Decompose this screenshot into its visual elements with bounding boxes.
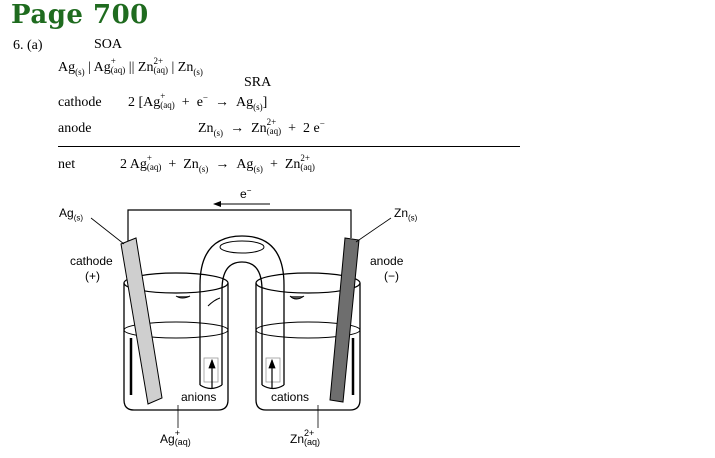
sra-label: SRA: [244, 75, 272, 90]
net-label: net: [58, 157, 76, 172]
silver-electrode-label: Ag(s): [59, 206, 84, 223]
zinc-electrode: [329, 237, 360, 403]
question-number: 6. (a): [13, 38, 43, 53]
anode-sign: (−): [384, 269, 399, 283]
soa-label: SOA: [94, 37, 123, 52]
electron-label: e−: [240, 186, 252, 202]
external-wire: [127, 209, 352, 243]
page-title: Page 700: [11, 0, 149, 30]
zinc-electrode-label: Zn(s): [394, 206, 418, 223]
left-beaker: [123, 272, 229, 411]
anions-label: anions: [180, 390, 218, 404]
right-beaker: [255, 272, 361, 411]
cations-label: cations: [270, 390, 311, 404]
cathode-diagram-label: cathode: [70, 254, 113, 268]
cathode-label: cathode: [58, 95, 102, 110]
silver-ion-label: Ag+(aq): [160, 428, 191, 447]
cathode-equation: 2 [Ag+(aq) + e− → Ag(s)]: [128, 91, 268, 113]
cathode-sign: (+): [85, 269, 100, 283]
silver-electrode: [120, 237, 163, 405]
salt-bridge: [199, 235, 285, 390]
anode-diagram-label: anode: [370, 254, 404, 268]
anode-label: anode: [58, 121, 92, 136]
sum-divider: [58, 146, 520, 147]
